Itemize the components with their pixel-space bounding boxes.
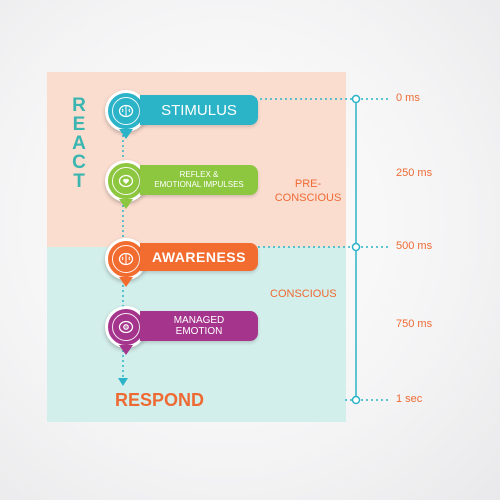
brain-gear-icon (112, 313, 140, 341)
awareness-text: AWARENESS (152, 249, 246, 265)
brain-icon (112, 245, 140, 273)
timeline-dot-0ms (351, 94, 361, 104)
stimulus-text: STIMULUS (161, 101, 237, 119)
managed-emotion-label: MANAGED EMOTION (140, 311, 258, 341)
time-label-0ms: 0 ms (396, 92, 420, 104)
react-letter: R (72, 95, 86, 116)
preconscious-text-line: CONSCIOUS (274, 192, 342, 204)
react-letter: C (72, 152, 86, 173)
reflex-text-line: EMOTIONAL IMPULSES (154, 180, 244, 189)
brain-icon (112, 97, 140, 125)
timeline-dot-500ms (351, 242, 361, 252)
react-letter: T (73, 171, 85, 192)
managed-emotion-text-line: MANAGED (173, 315, 225, 326)
managed-emotion-text-line: EMOTION (175, 326, 223, 337)
awareness-label: AWARENESS (140, 243, 258, 271)
brain-heart-icon (112, 167, 140, 195)
preconscious-text-line: PRE- (294, 178, 322, 190)
react-letter: A (72, 133, 86, 154)
time-label-750ms: 750 ms (396, 318, 433, 330)
respond-label: RESPOND (115, 390, 205, 410)
flow-arrow-icon (118, 378, 128, 386)
preconscious-label: PRE- CONSCIOUS (268, 177, 348, 205)
time-label-1sec: 1 sec (396, 393, 423, 405)
stimulus-label: STIMULUS (140, 95, 258, 125)
reflex-text-line: REFLEX & (179, 170, 219, 179)
time-label-500ms: 500 ms (396, 240, 433, 252)
react-label: R E A C T (68, 96, 90, 191)
time-label-250ms: 250 ms (396, 167, 433, 179)
conscious-label: CONSCIOUS (270, 288, 337, 300)
timeline-dot-1sec (351, 395, 361, 405)
react-letter: E (72, 114, 86, 135)
reflex-label: REFLEX & EMOTIONAL IMPULSES (140, 165, 258, 195)
